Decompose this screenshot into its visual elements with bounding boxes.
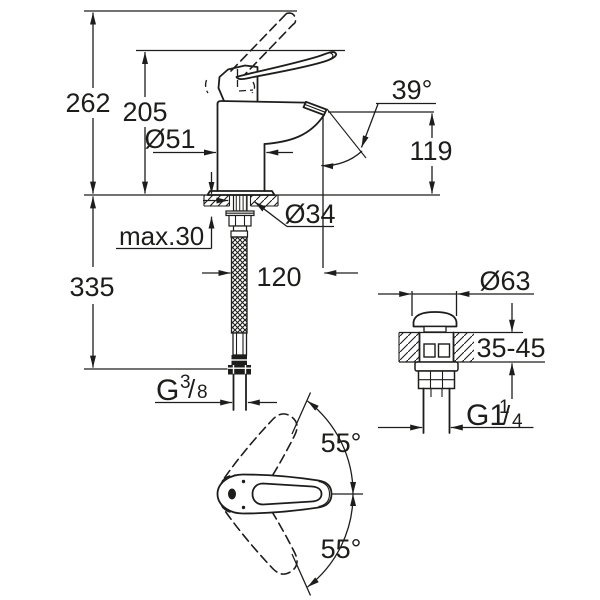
reference-lines <box>84 10 440 370</box>
dimension-hose-length: 335 <box>69 196 115 368</box>
handle-top-view: 55° 55° <box>209 392 363 596</box>
dimension-overall-height: 262 <box>65 12 111 194</box>
dimension-height-to-lever: 205 <box>122 52 168 194</box>
mounting-deck-section <box>203 194 279 227</box>
label-spout-height: 119 <box>409 136 452 166</box>
label-spout-angle: 39° <box>392 75 433 105</box>
label-supply-thread-slash: / <box>188 374 196 404</box>
label-waste-thread-numerator: 1 <box>499 397 510 418</box>
label-supply-thread-denominator: 8 <box>197 382 208 403</box>
drain-valve-section: Ø63 35-45 G1 1 / 4 <box>378 266 546 434</box>
label-handle-swing-upper: 55° <box>321 428 362 458</box>
dimension-spout-height: 119 <box>409 113 453 194</box>
label-overall-height: 262 <box>65 88 110 118</box>
dimension-spout-projection: 120 <box>202 262 358 292</box>
label-handle-swing-lower: 55° <box>321 534 362 564</box>
label-spout-projection: 120 <box>256 262 301 292</box>
label-waste-cap-diameter: Ø63 <box>479 266 530 296</box>
label-waste-thread-slash: / <box>503 400 511 430</box>
label-waste-deck-range: 35-45 <box>476 333 545 363</box>
label-max-deck-thickness: max.30 <box>119 221 204 251</box>
dimension-supply-thread: G 3 / 8 <box>155 372 277 407</box>
label-body-diameter: Ø51 <box>144 124 195 154</box>
dimension-max-deck-thickness: max.30 <box>116 172 215 251</box>
supply-hose <box>228 225 251 411</box>
dimension-hole-diameter: Ø34 <box>203 197 336 229</box>
dimension-spout-angle: 39° <box>321 75 436 268</box>
label-hose-length: 335 <box>69 272 114 302</box>
side-view-faucet <box>204 12 337 196</box>
dimension-body-diameter: Ø51 <box>144 124 293 156</box>
label-height-to-lever: 205 <box>122 97 167 127</box>
label-supply-thread-prefix: G <box>156 374 179 407</box>
label-waste-thread-denominator: 4 <box>512 411 523 432</box>
label-supply-thread-numerator: 3 <box>180 372 191 393</box>
label-waste-thread-prefix: G1 <box>466 399 506 432</box>
label-hole-diameter: Ø34 <box>284 199 335 229</box>
